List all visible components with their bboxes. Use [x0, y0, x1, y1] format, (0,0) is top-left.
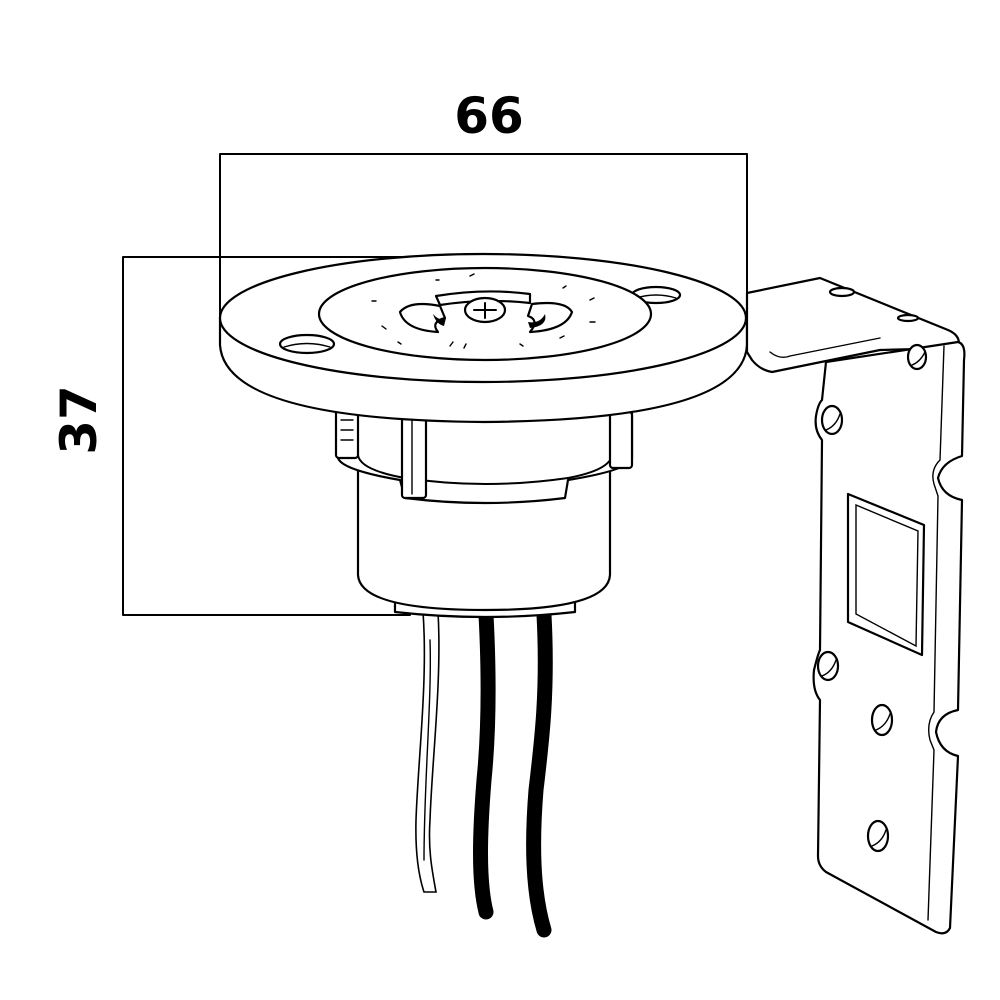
- bracket-hole-5: [866, 819, 890, 853]
- bracket-slot-top-2: [896, 313, 920, 323]
- terminal-center: [400, 416, 428, 500]
- bracket-hole-3: [816, 650, 840, 682]
- bracket-hole-2: [820, 404, 844, 436]
- width-dimension: 66: [219, 87, 748, 346]
- terminal-right: [608, 410, 634, 470]
- slot-left-contact: [433, 314, 446, 326]
- lead-wires: [415, 607, 553, 938]
- bracket-top-leg: [745, 276, 960, 374]
- height-dimension-label: 37: [50, 385, 108, 455]
- screw-slot: [473, 302, 497, 319]
- height-dimension-bracket: [122, 256, 441, 616]
- bracket-window: [846, 492, 926, 657]
- bracket-slot-top: [828, 286, 856, 298]
- height-dimension: 37: [50, 256, 441, 616]
- face-markings: [371, 273, 596, 349]
- slot-right-contact: [528, 314, 546, 328]
- slot-left: [398, 302, 447, 334]
- width-dimension-label: 66: [454, 87, 524, 145]
- hot-wire: [473, 607, 496, 920]
- mounting-bracket: [745, 276, 966, 935]
- bracket-hole-1: [906, 343, 928, 371]
- neutral-wire: [526, 607, 553, 938]
- receptacle-face: [317, 266, 653, 362]
- width-dimension-bracket: [219, 153, 748, 346]
- bracket-hole-4: [870, 703, 894, 737]
- receptacle-body: [334, 406, 634, 619]
